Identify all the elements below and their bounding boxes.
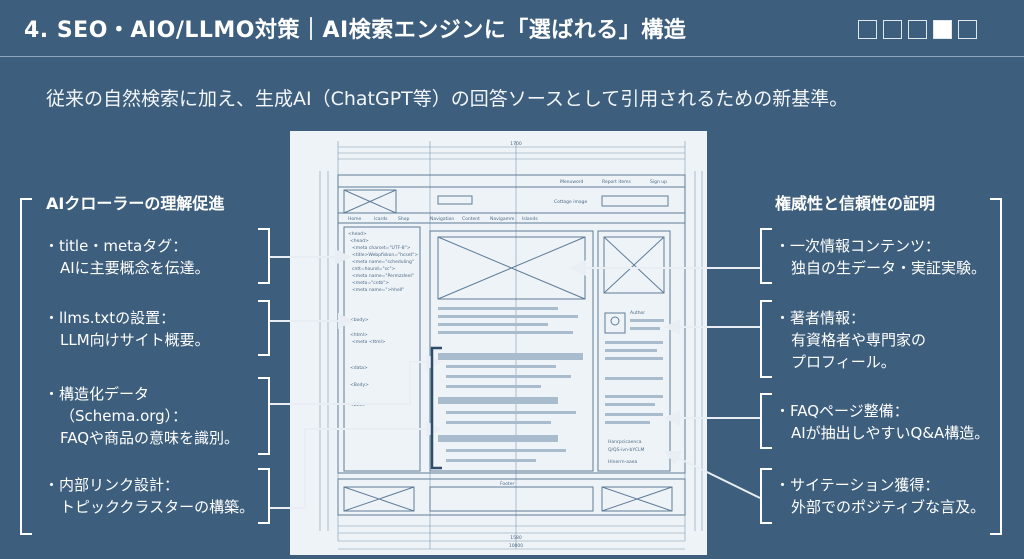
pager-dot-1[interactable]	[858, 20, 877, 39]
pager-dot-5[interactable]	[958, 20, 977, 39]
right-item-primary-desc: 独自の生データ・実証実験。	[791, 259, 987, 277]
left-item-meta-bracket	[258, 228, 270, 284]
left-section-bracket	[20, 198, 32, 535]
left-item-schema-bracket	[258, 377, 270, 455]
code-line-10: <body>	[350, 317, 369, 323]
code-line-3: <meta charset="UTF-8">	[352, 245, 411, 251]
pager-dot-4-active[interactable]	[933, 20, 952, 39]
left-item-meta-desc: AIに主要概念を伝達。	[60, 259, 210, 277]
right-item-primary: ・一次情報コンテンツ： 独自の生データ・実証実験。	[775, 235, 986, 279]
left-item-links-desc: トピッククラスターの構築。	[60, 498, 255, 516]
nav-item-1: Home	[348, 216, 362, 222]
callout-label: Cottage image	[554, 199, 587, 205]
right-item-primary-title: ・一次情報コンテンツ：	[775, 237, 941, 255]
pager-dot-2[interactable]	[883, 20, 902, 39]
dim-label-bottom: 1580	[510, 535, 522, 541]
top-link-1: Menuword	[560, 179, 584, 185]
left-item-meta-title: ・title・metaタグ：	[44, 237, 188, 255]
left-item-llms: ・llms.txtの設置： LLM向けサイト概要。	[44, 307, 210, 351]
code-line-1: <head>	[348, 231, 367, 237]
right-item-author-bracket	[760, 300, 772, 378]
code-line-9: <meta name=">hhell"	[352, 287, 404, 293]
dim-label-top: 1700	[510, 141, 522, 147]
left-item-meta: ・title・metaタグ： AIに主要概念を伝達。	[44, 235, 210, 279]
nav-item-5: Content	[462, 216, 480, 222]
pager-dot-3[interactable]	[908, 20, 927, 39]
nav-item-2: Icards	[374, 216, 388, 222]
slide-subtitle: 従来の自然検索に加え、生成AI（ChatGPT等）の回答ソースとして引用されるた…	[46, 88, 849, 110]
left-item-links-title: ・内部リンク設計：	[44, 476, 180, 494]
left-item-schema-desc: FAQや商品の意味を識別。	[60, 429, 240, 447]
code-line-13: <data>	[350, 365, 368, 371]
nav-item-4: Navigation	[430, 216, 454, 222]
slide-pager	[858, 20, 977, 39]
code-line-5: <meta name="scheduling"	[352, 259, 414, 265]
left-item-llms-bracket	[258, 300, 270, 356]
top-link-2: Report items	[602, 179, 632, 185]
slide-title: 4. SEO・AIO/LLMO対策｜AI検索エンジンに「選ばれる」構造	[24, 18, 687, 43]
code-line-6: cntt=hound="sc">	[352, 266, 396, 272]
code-line-14: <Body>	[350, 382, 369, 388]
blueprint-drawing: 1700 Menuword Report items Sign up Cotta…	[319, 141, 703, 550]
right-item-faq-title: ・FAQページ整備：	[775, 402, 909, 420]
title-divider	[0, 56, 1024, 57]
code-line-12: <meta <ttml>	[352, 339, 386, 345]
left-section-title: AIクローラーの理解促進	[46, 194, 225, 213]
nav-item-7: Islands	[522, 216, 538, 222]
left-item-schema-sub: （Schema.org）：	[60, 407, 188, 425]
author-label: Author	[630, 310, 645, 316]
right-item-citation-bracket	[760, 468, 772, 524]
right-item-primary-bracket	[760, 228, 772, 284]
website-blueprint: 1700 Menuword Report items Sign up Cotta…	[290, 131, 707, 555]
code-line-2: <head>	[350, 238, 369, 244]
right-item-faq-bracket	[760, 393, 772, 449]
dim-label-bottom-2: 10000	[509, 543, 523, 549]
right-section-bracket	[990, 198, 1002, 535]
left-item-llms-desc: LLM向けサイト概要。	[60, 331, 210, 349]
right-item-author-desc: 有資格者や専門家の	[791, 331, 927, 349]
right-item-author-title: ・著者情報：	[775, 309, 866, 327]
faq-line-2: Q/QS-ivn-bYCLM	[608, 447, 644, 453]
right-item-citation: ・サイテーション獲得： 外部でのポジティブな言及。	[775, 474, 985, 518]
left-item-schema-title: ・構造化データ	[44, 385, 150, 403]
right-section-title: 権威性と信頼性の証明	[775, 194, 936, 213]
right-item-author-desc2: プロフィール。	[791, 353, 896, 371]
right-item-citation-desc: 外部でのポジティブな言及。	[791, 498, 986, 516]
right-item-faq: ・FAQページ整備： AIが抽出しやすいQ&A構造。	[775, 400, 989, 444]
left-item-links-bracket	[258, 468, 270, 524]
code-line-8: <meta="cntb">	[352, 280, 389, 286]
nav-item-6: Navigamm	[490, 216, 514, 222]
right-item-author: ・著者情報： 有資格者や専門家の プロフィール。	[775, 307, 926, 373]
left-item-schema: ・構造化データ （Schema.org）： FAQや商品の意味を識別。	[44, 383, 239, 449]
code-line-7: <meta name="Permzzleel"	[352, 273, 414, 279]
right-item-faq-desc: AIが抽出しやすいQ&A構造。	[791, 424, 990, 442]
nav-item-3: Shop	[398, 216, 409, 222]
left-item-links: ・内部リンク設計： トピッククラスターの構築。	[44, 474, 254, 518]
code-line-4: <title>Webpfiskon="hcset">	[352, 252, 418, 258]
right-item-citation-title: ・サイテーション獲得：	[775, 476, 940, 494]
faq-line-3: Hlnerrn-aaea	[608, 459, 638, 465]
faq-line-1: Hanrpcicaenca	[608, 439, 642, 445]
left-item-llms-title: ・llms.txtの設置：	[44, 309, 176, 327]
code-line-15: <btle>	[350, 402, 366, 408]
top-link-3: Sign up	[650, 179, 667, 185]
code-line-11: <html>	[350, 332, 368, 338]
footer-label: Footer	[500, 481, 514, 487]
